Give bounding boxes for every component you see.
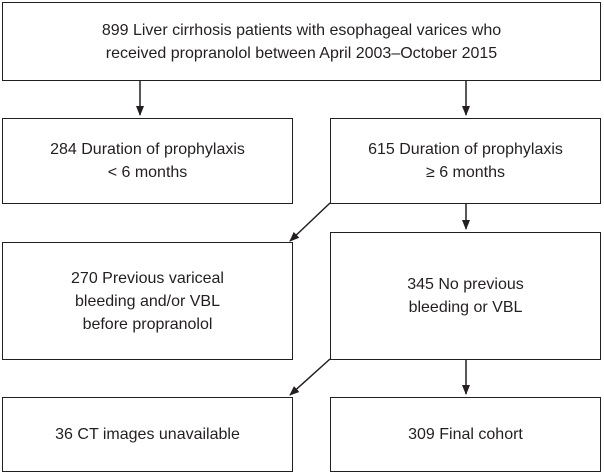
box-prophylaxis-long-line-1: 615 Duration of prophylaxis (368, 141, 563, 158)
box-previous-bleeding-line-2: bleeding and/or VBL (75, 292, 220, 310)
box-previous-bleeding-line-3: before propranolol (82, 315, 213, 333)
box-all-patients-line-2: received propranolol between April 2003–… (105, 44, 498, 62)
box-prophylaxis-long: 615 Duration of prophylaxis ≥ 6 months (330, 118, 601, 204)
box-no-previous-bleeding: 345 No previous bleeding or VBL (330, 232, 601, 360)
box-prophylaxis-short-line-2: < 6 months (107, 164, 188, 181)
box-prophylaxis-short-line-1: 284 Duration of prophylaxis (50, 141, 245, 158)
box-all-patients: 899 Liver cirrhosis patients with esopha… (2, 2, 601, 81)
arrow-no-previous-to-ct (289, 358, 331, 396)
box-no-previous-bleeding-line-1: 345 No previous (407, 276, 524, 293)
box-all-patients-line-1: 899 Liver cirrhosis patients with esopha… (101, 21, 502, 39)
box-prophylaxis-long-line-2: ≥ 6 months (425, 164, 506, 181)
box-final-cohort: 309 Final cohort (330, 397, 601, 472)
box-ct-unavailable: 36 CT images unavailable (2, 397, 293, 472)
arrow-long-to-previous (289, 202, 331, 242)
box-final-cohort-line-1: 309 Final cohort (408, 426, 523, 443)
box-prophylaxis-short: 284 Duration of prophylaxis < 6 months (2, 118, 293, 204)
box-previous-bleeding-line-1: 270 Previous variceal (71, 269, 224, 287)
box-ct-unavailable-line-1: 36 CT images unavailable (55, 426, 240, 443)
box-no-previous-bleeding-line-2: bleeding or VBL (408, 299, 523, 316)
box-previous-bleeding: 270 Previous variceal bleeding and/or VB… (2, 242, 293, 360)
